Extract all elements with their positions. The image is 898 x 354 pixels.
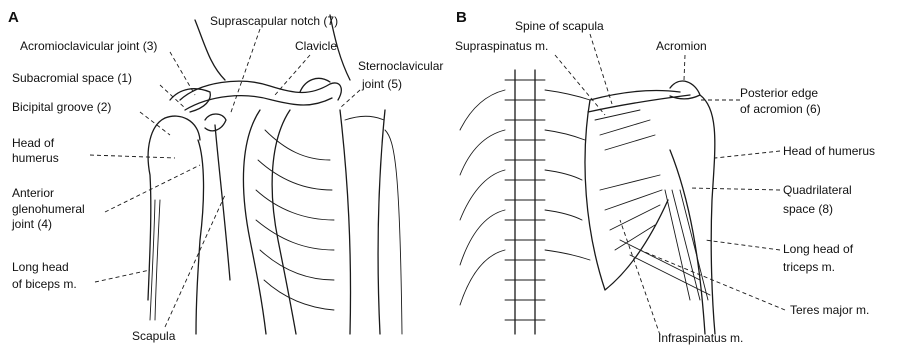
label-long-head: Long head <box>12 260 69 274</box>
label-space-8: space (8) <box>783 202 833 216</box>
leader-long-head-triceps <box>705 240 780 250</box>
panel-a-letter: A <box>8 9 19 26</box>
leader-head-of-humerus <box>90 155 175 158</box>
label-sternoclavicular: Sternoclavicular <box>358 59 443 73</box>
leader-supraspinatus <box>555 55 605 115</box>
panel-b-letter: B <box>456 9 467 26</box>
leader-infraspinatus <box>620 220 660 335</box>
leader-long-head-biceps <box>95 270 150 282</box>
label-spine-of-scapula: Spine of scapula <box>515 19 604 33</box>
label-acromion: Acromion <box>656 39 707 53</box>
leader-quadrilateral <box>690 188 780 190</box>
label-posterior-edge: Posterior edge <box>740 86 818 100</box>
label-suprascapular-notch: Suprascapular notch (7) <box>210 14 338 28</box>
panel-a: A <box>8 9 443 343</box>
label-triceps: triceps m. <box>783 260 835 274</box>
leader-head-of-humerus-b <box>715 151 780 158</box>
leader-suprascapular-notch <box>230 29 260 115</box>
label-teres-major: Teres major m. <box>790 303 869 317</box>
label-scapula: Scapula <box>132 329 176 343</box>
label-bicipital-groove: Bicipital groove (2) <box>12 100 111 114</box>
label-supraspinatus: Supraspinatus m. <box>455 39 548 53</box>
label-head-of-humerus-b: Head of humerus <box>783 144 875 158</box>
label-humerus: humerus <box>12 151 59 165</box>
leader-spine-of-scapula <box>590 34 612 104</box>
label-of-biceps: of biceps m. <box>12 277 77 291</box>
leader-bicipital-groove <box>140 112 170 135</box>
leader-sternoclavicular <box>340 90 360 108</box>
label-subacromial-space: Subacromial space (1) <box>12 71 132 85</box>
label-joint-4: joint (4) <box>11 217 52 231</box>
label-of-acromion: of acromion (6) <box>740 102 821 116</box>
leader-subacromial-space <box>160 85 185 108</box>
label-sternoclavicular-joint: joint (5) <box>361 77 402 91</box>
label-glenohumeral: glenohumeral <box>12 202 85 216</box>
leader-scapula <box>165 195 225 327</box>
label-clavicle: Clavicle <box>295 39 337 53</box>
label-quadrilateral: Quadrilateral <box>783 183 852 197</box>
label-infraspinatus: Infraspinatus m. <box>658 331 743 345</box>
leader-anterior-glenohumeral <box>105 165 200 212</box>
label-anterior: Anterior <box>12 186 54 200</box>
leader-acromioclavicular-joint <box>170 52 195 95</box>
leader-clavicle <box>275 55 310 95</box>
label-acromioclavicular-joint: Acromioclavicular joint (3) <box>20 39 157 53</box>
label-long-head-of: Long head of <box>783 242 854 256</box>
label-head-of: Head of <box>12 136 55 150</box>
leader-acromion <box>684 55 685 80</box>
panel-b-drawing <box>460 70 715 334</box>
panel-b: B <box>455 9 875 345</box>
